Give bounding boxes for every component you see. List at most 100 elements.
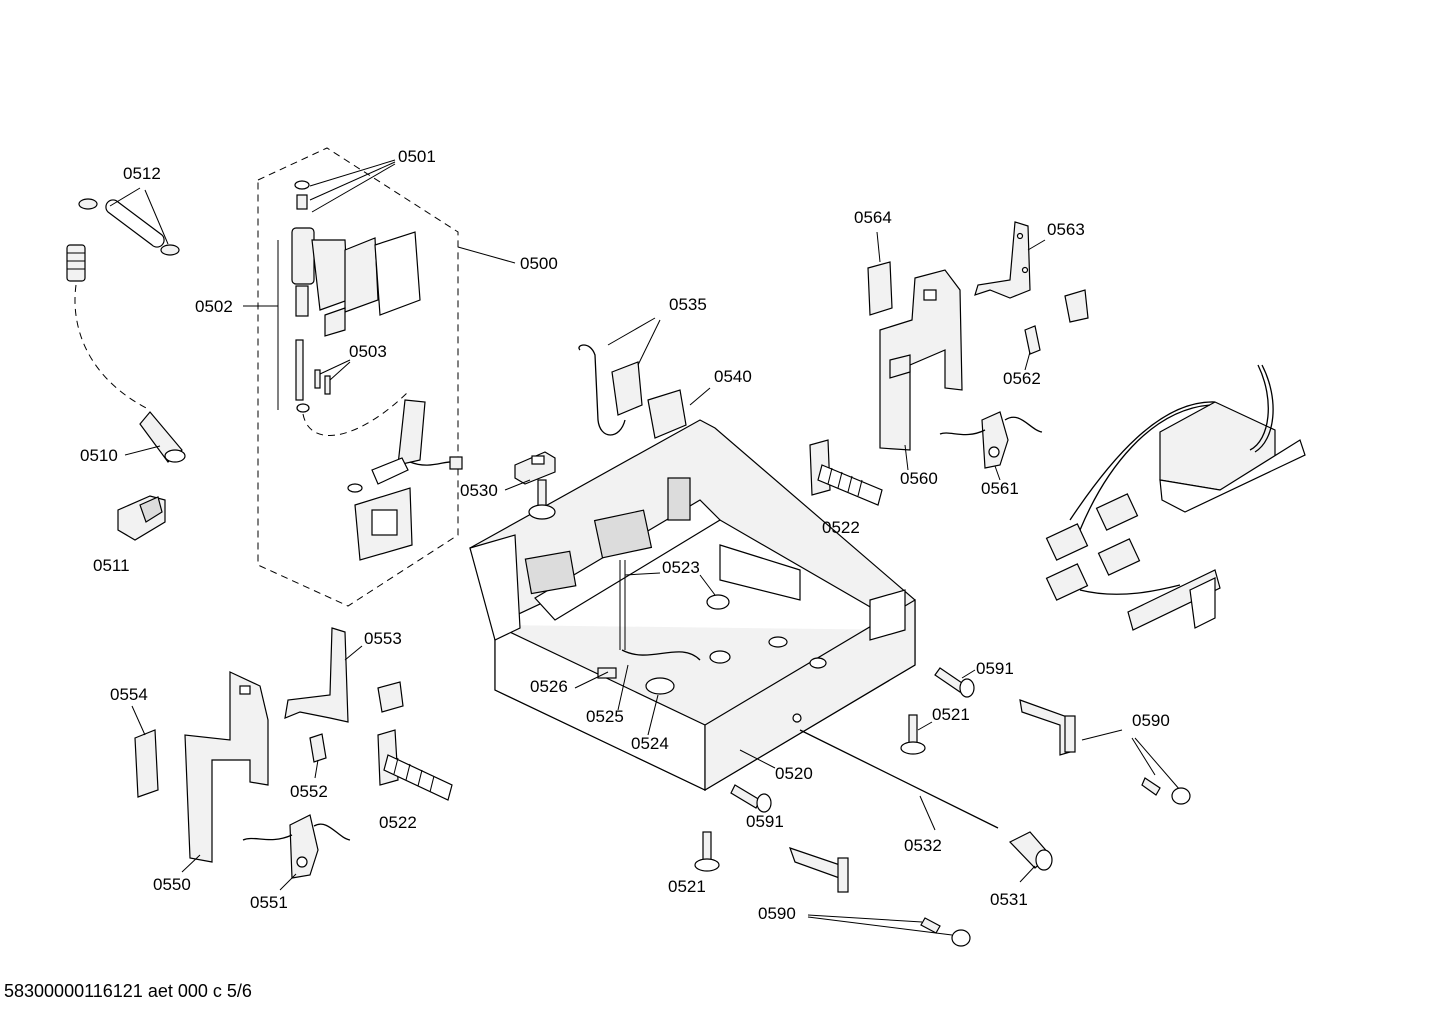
callout-0560: 0560 bbox=[900, 469, 938, 488]
part-inlet-hose bbox=[302, 389, 463, 561]
callout-0550: 0550 bbox=[153, 875, 191, 894]
leader-0532 bbox=[919, 795, 936, 831]
callout-0531: 0531 bbox=[990, 890, 1028, 909]
part-0550-bracket bbox=[184, 671, 269, 863]
leader-0523a bbox=[624, 572, 661, 576]
leader-0526 bbox=[574, 671, 609, 689]
part-0590-cap-right bbox=[1171, 787, 1191, 805]
leader-0535a bbox=[607, 317, 656, 346]
part-0590-cap-lower bbox=[951, 929, 971, 947]
leader-0500 bbox=[457, 246, 516, 264]
part-0553-bracket bbox=[284, 627, 349, 723]
leader-0560 bbox=[904, 444, 909, 471]
part-0563-small-clip bbox=[1064, 289, 1089, 323]
callout-0526: 0526 bbox=[530, 677, 568, 696]
part-0564-clip bbox=[867, 261, 893, 316]
part-0590-bracket-right bbox=[1019, 699, 1076, 756]
callout-0522-right: 0522 bbox=[822, 518, 860, 537]
callout-0521-lower: 0521 bbox=[668, 877, 706, 896]
leader-0550 bbox=[181, 854, 201, 873]
part-0590-screw-lower bbox=[920, 917, 941, 934]
leader-0501c bbox=[311, 163, 396, 213]
callout-0551: 0551 bbox=[250, 893, 288, 912]
part-wiring-harness bbox=[1045, 364, 1306, 631]
part-0551-sensor bbox=[242, 814, 351, 879]
callout-0521-right: 0521 bbox=[932, 705, 970, 724]
callout-0564: 0564 bbox=[854, 208, 892, 227]
part-0521-screw-lower bbox=[694, 831, 720, 872]
callout-0512: 0512 bbox=[123, 164, 161, 183]
part-0553-small-clip bbox=[377, 681, 404, 713]
leader-0503a bbox=[319, 359, 351, 375]
callout-0561: 0561 bbox=[981, 479, 1019, 498]
callout-0554: 0554 bbox=[110, 685, 148, 704]
callout-0535: 0535 bbox=[669, 295, 707, 314]
leader-0520 bbox=[739, 749, 776, 769]
leader-0503b bbox=[329, 361, 351, 381]
callout-0523: 0523 bbox=[662, 558, 700, 577]
leader-0510 bbox=[124, 445, 161, 456]
part-0502-valve-assembly bbox=[291, 180, 421, 401]
part-0503-pins bbox=[296, 369, 331, 413]
leader-0521a bbox=[917, 721, 933, 731]
leader-0552 bbox=[314, 759, 319, 779]
callout-0500: 0500 bbox=[520, 254, 558, 273]
callout-0525: 0525 bbox=[586, 707, 624, 726]
leader-0562 bbox=[1024, 351, 1031, 371]
part-0591-screw-upper bbox=[934, 667, 975, 698]
leader-0531 bbox=[1019, 865, 1036, 883]
callout-0511: 0511 bbox=[93, 556, 130, 575]
part-0520-base-tray bbox=[469, 419, 916, 792]
callout-0522-left: 0522 bbox=[379, 813, 417, 832]
part-0510-corrugated-hose bbox=[66, 244, 186, 463]
callout-0590-right: 0590 bbox=[1132, 711, 1170, 730]
callout-0520: 0520 bbox=[775, 764, 813, 783]
part-0531-cap bbox=[1009, 831, 1053, 871]
leader-0591a bbox=[961, 669, 976, 679]
part-0512-hose bbox=[78, 198, 180, 256]
callout-0591-upper: 0591 bbox=[976, 659, 1014, 678]
assembly-0500-boundary bbox=[257, 147, 459, 607]
leader-0524 bbox=[647, 694, 659, 736]
callout-0532: 0532 bbox=[904, 836, 942, 855]
callout-0552: 0552 bbox=[290, 782, 328, 801]
callout-0591-lower: 0591 bbox=[746, 812, 784, 831]
part-0521-screw-right bbox=[900, 714, 926, 755]
leader-0561 bbox=[994, 465, 1001, 481]
leader-0512b bbox=[144, 189, 169, 245]
callout-0530: 0530 bbox=[460, 481, 498, 500]
leader-0590d bbox=[807, 914, 923, 923]
leader-0530 bbox=[504, 479, 531, 491]
part-0552-clip bbox=[309, 733, 327, 763]
callout-0502: 0502 bbox=[195, 297, 233, 316]
leader-0563 bbox=[1027, 239, 1046, 251]
part-0563-bracket bbox=[974, 221, 1031, 299]
part-screw-0530 bbox=[528, 479, 556, 520]
leader-0553 bbox=[344, 645, 363, 661]
leader-0512a bbox=[109, 187, 141, 207]
drawing-id-footer: 58300000116121 aet 000 c 5/6 bbox=[4, 981, 252, 1001]
part-0522-spring-left bbox=[377, 729, 453, 801]
leader-0501a bbox=[309, 159, 396, 187]
part-0590-bracket-lower bbox=[789, 847, 849, 893]
leader-0540 bbox=[689, 387, 711, 406]
part-0511-bracket bbox=[117, 495, 166, 541]
callout-0590-lower: 0590 bbox=[758, 904, 796, 923]
leader-0590c bbox=[1134, 737, 1181, 791]
leader-0525 bbox=[617, 664, 629, 711]
leader-0501b bbox=[309, 161, 396, 201]
leader-0564 bbox=[876, 231, 881, 263]
callout-0524: 0524 bbox=[631, 734, 669, 753]
callout-0540: 0540 bbox=[714, 367, 752, 386]
leader-0590a bbox=[1081, 729, 1123, 741]
callout-0503: 0503 bbox=[349, 342, 387, 361]
part-0561-sensor bbox=[939, 411, 1043, 469]
part-0591-screw-lower bbox=[730, 784, 772, 813]
part-0562-clip bbox=[1024, 325, 1041, 355]
part-0554-clip bbox=[134, 729, 159, 798]
leader-0554 bbox=[131, 705, 146, 736]
part-0532-rod bbox=[799, 729, 999, 829]
part-0535-cable-connector bbox=[578, 344, 687, 439]
